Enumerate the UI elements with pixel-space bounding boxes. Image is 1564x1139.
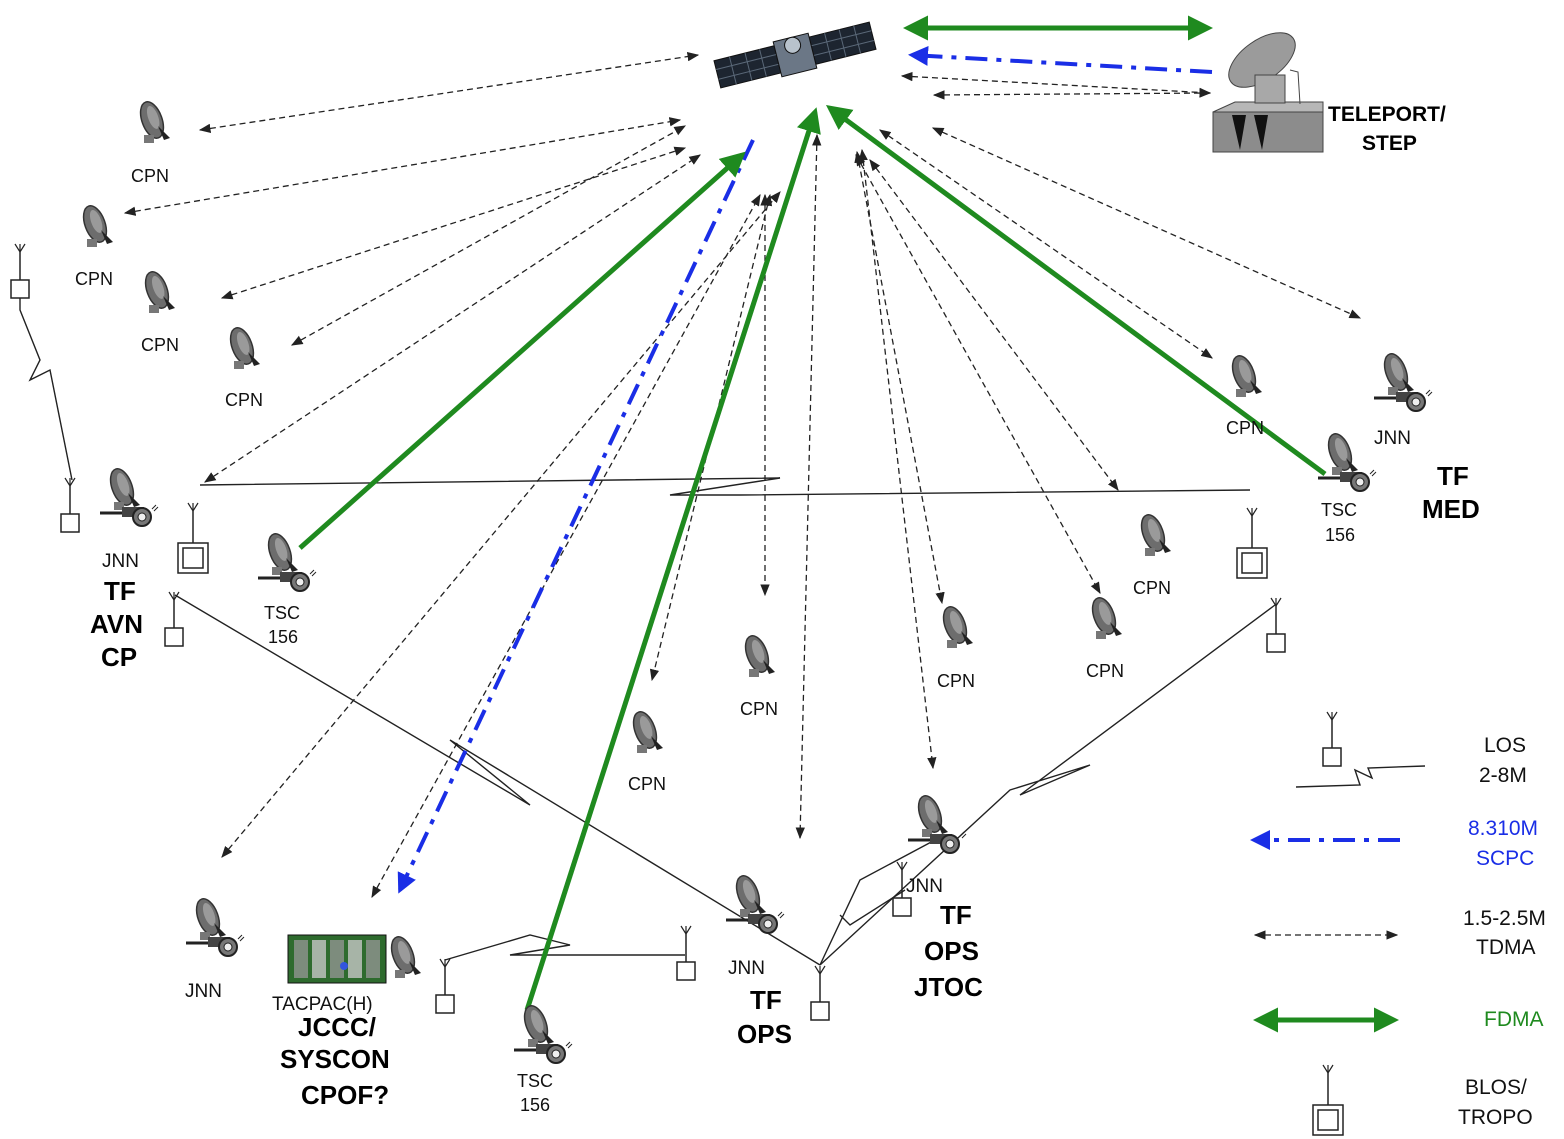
legend-blos-label: TROPO — [1458, 1106, 1533, 1129]
teleport-label: STEP — [1362, 132, 1417, 155]
cpn-label: CPN — [1226, 418, 1264, 438]
tf-ops-label: TF — [750, 985, 782, 1015]
trailer-dish-icon — [100, 466, 158, 526]
dish-icon — [628, 707, 664, 754]
cpn-label: CPN — [740, 699, 778, 719]
legend-blos: BLOS/ TROPO — [1312, 1064, 1533, 1136]
tf-jtoc-label: OPS — [924, 936, 979, 966]
dish-icon — [225, 323, 261, 370]
tf-avn-label: AVN — [90, 609, 143, 639]
jccc-label: JCCC/ — [298, 1012, 376, 1042]
tf-ops-label: OPS — [737, 1019, 792, 1049]
tdma-links — [123, 51, 1362, 899]
legend-tdma-label: 1.5-2.5M — [1463, 907, 1546, 930]
blos-box-icon — [1312, 1064, 1344, 1136]
antenna-mast-icon — [1266, 597, 1286, 653]
legend-tdma-label: TDMA — [1476, 936, 1536, 959]
satellite-icon — [713, 21, 877, 89]
tsc-label: TSC — [517, 1071, 553, 1091]
blos-box-icon — [177, 502, 209, 574]
trailer-dish-icon — [1318, 431, 1376, 491]
dish-icon — [140, 267, 176, 314]
legend-blos-label: BLOS/ — [1465, 1076, 1527, 1099]
legend-los: LOS 2-8M — [1295, 711, 1527, 788]
legend-fdma: FDMA — [1253, 1007, 1544, 1033]
antenna-mast-icon — [810, 965, 830, 1021]
blos-box-icon — [1236, 507, 1268, 579]
tf-avn-label: TF — [104, 576, 136, 606]
tf-med-label: MED — [1422, 494, 1480, 524]
jccc-label: CPOF? — [301, 1080, 389, 1110]
cpn-label: CPN — [225, 390, 263, 410]
tsc-number: 156 — [268, 627, 298, 647]
cpn-label: CPN — [1086, 661, 1124, 681]
trailer-dish-icon — [726, 873, 784, 933]
los-links — [19, 280, 1276, 966]
trailer-dish-icon — [514, 1003, 572, 1063]
dish-icon — [386, 932, 422, 979]
cpn-label: CPN — [141, 335, 179, 355]
cpn-label: CPN — [937, 671, 975, 691]
dish-icon — [135, 97, 171, 144]
legend-tdma: 1.5-2.5M TDMA — [1253, 907, 1546, 959]
tf-jtoc-label: JTOC — [914, 972, 983, 1002]
dish-icon — [1136, 510, 1172, 557]
tsc-label: TSC — [1321, 500, 1357, 520]
legend: LOS 2-8M 8.310M SCPC 1.5-2.5M TDMA FDMA … — [1250, 711, 1546, 1136]
antenna-mast-icon — [60, 477, 80, 533]
tsc-number: 156 — [520, 1095, 550, 1115]
jnn-label: JNN — [1374, 428, 1411, 449]
dish-icons — [78, 97, 1263, 979]
antenna-mast-icon — [676, 925, 696, 981]
tacpac-label: TACPAC(H) — [272, 994, 373, 1015]
dish-icon — [1227, 351, 1263, 398]
jnn-label: JNN — [102, 551, 139, 572]
trailer-dish-icon — [1374, 351, 1432, 411]
legend-los-label: LOS — [1484, 734, 1526, 757]
antenna-mast-icon — [10, 243, 30, 299]
jnn-label: JNN — [185, 981, 222, 1002]
teleport-label: TELEPORT/ — [1328, 103, 1446, 126]
jnn-label: JNN — [728, 958, 765, 979]
dish-icon — [78, 201, 114, 248]
cpn-label: CPN — [131, 166, 169, 186]
trailer-dish-icon — [908, 793, 966, 853]
tacpac-rack-icon — [287, 934, 387, 984]
jccc-label: SYSCON — [280, 1044, 390, 1074]
scpc-links — [397, 45, 1213, 894]
legend-los-label: 2-8M — [1479, 764, 1527, 787]
teleport-station-icon — [1212, 32, 1324, 153]
dish-icon — [740, 631, 776, 678]
dish-icon — [938, 602, 974, 649]
trailer-dish-icon — [186, 896, 244, 956]
tsc-label: TSC — [264, 603, 300, 623]
legend-fdma-label: FDMA — [1484, 1008, 1544, 1031]
tf-jtoc-label: TF — [940, 900, 972, 930]
tsc-number: 156 — [1325, 525, 1355, 545]
cpn-label: CPN — [1133, 578, 1171, 598]
legend-scpc-label: 8.310M — [1468, 817, 1538, 840]
legend-scpc-label: SCPC — [1476, 847, 1534, 870]
cpn-label: CPN — [75, 269, 113, 289]
legend-scpc: 8.310M SCPC — [1250, 817, 1538, 870]
cpn-label: CPN — [628, 774, 666, 794]
node-labels: CPN CPN CPN CPN CPN CPN CPN CPN CPN CPN … — [75, 103, 1480, 1115]
dish-icon — [1087, 593, 1123, 640]
antenna-mast-icon — [164, 591, 184, 647]
tf-med-label: TF — [1437, 461, 1469, 491]
antenna-mast-icon — [435, 958, 455, 1014]
antenna-mast-icon — [1322, 711, 1342, 767]
jnn-label: JNN — [906, 876, 943, 897]
tf-avn-label: CP — [101, 642, 137, 672]
fdma-links — [298, 15, 1327, 1011]
